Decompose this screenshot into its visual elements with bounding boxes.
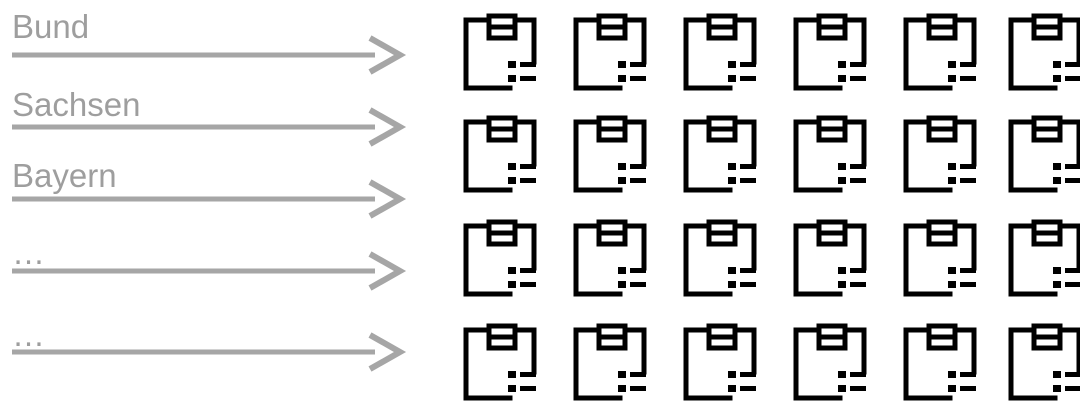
- document-form-icon: [1005, 322, 1080, 404]
- document-form-icon: [1005, 114, 1080, 196]
- document-form-icon: [570, 322, 650, 404]
- arrow-row-3: [12, 179, 407, 219]
- document-form-icon: [460, 218, 540, 300]
- document-form-icon: [790, 12, 870, 94]
- row-label-sachsen: Sachsen: [12, 86, 141, 123]
- document-form-icon: [900, 114, 980, 196]
- document-form-icon: [790, 322, 870, 404]
- document-form-icon: [1005, 218, 1080, 300]
- arrow-row-5: [12, 332, 407, 372]
- document-form-icon: [1005, 12, 1080, 94]
- document-form-icon: [680, 218, 760, 300]
- arrow-row-2: [12, 107, 407, 147]
- document-form-icon: [900, 12, 980, 94]
- document-form-icon: [680, 114, 760, 196]
- arrows-layer: [12, 35, 407, 372]
- document-form-icon: [790, 218, 870, 300]
- document-form-icon: [900, 322, 980, 404]
- row-label-bayern: Bayern: [12, 157, 117, 194]
- arrow-row-1: [12, 35, 407, 75]
- document-form-icon: [570, 218, 650, 300]
- row-label-ellipsis-1: …: [12, 234, 45, 271]
- document-form-icon: [570, 12, 650, 94]
- document-form-icon: [680, 322, 760, 404]
- row-label-bund: Bund: [12, 8, 90, 45]
- document-form-icon: [460, 114, 540, 196]
- document-form-icon: [790, 114, 870, 196]
- row-label-ellipsis-2: …: [12, 316, 45, 353]
- document-form-icon: [900, 218, 980, 300]
- document-form-icon: [460, 12, 540, 94]
- document-form-icon: [680, 12, 760, 94]
- document-form-icon: [460, 322, 540, 404]
- arrow-row-4: [12, 251, 407, 291]
- document-form-icon: [570, 114, 650, 196]
